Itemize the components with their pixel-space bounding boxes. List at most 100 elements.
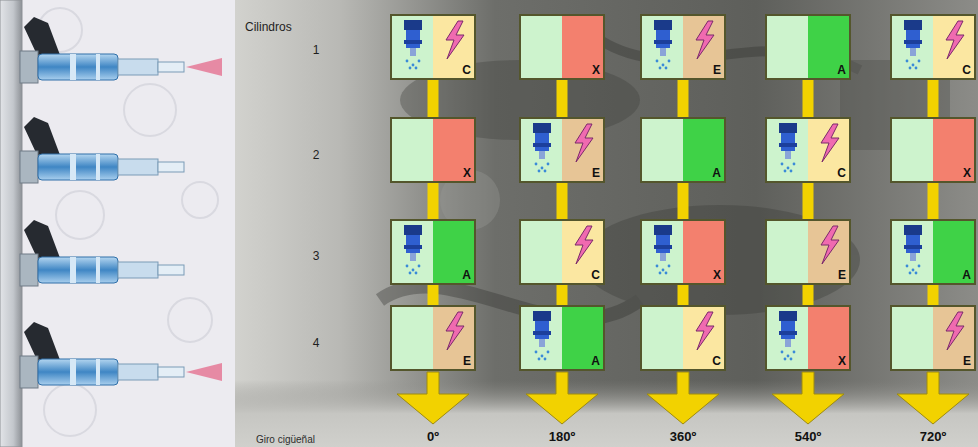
fuel-drop [918,265,921,268]
injector-icon-connector [779,123,797,133]
injector-icon-body [406,30,420,48]
phase-cell: C [765,117,851,183]
spark-symbol [565,224,601,266]
injector-icon-tip [410,253,416,261]
spark-symbol [436,19,472,61]
injector-icon-tip [785,339,791,347]
cycle-connector [928,285,939,305]
phase-cell: C [390,14,476,80]
phase-cell: A [390,219,476,285]
label-box: Cilindros [245,17,292,35]
axis-label: Cilindros [245,20,292,34]
injector-icon-body [906,235,920,253]
injector-icon-tip [785,151,791,159]
phase-cell: E [519,117,605,183]
fuel-drop [787,355,790,358]
phase-cell: A [890,219,976,285]
phase-letter: A [462,268,474,283]
fuel-drop [415,67,418,70]
cylinder-number: 2 [313,148,320,162]
spark-bolt [946,312,964,350]
phase-cell: E [640,14,726,80]
injector-icon-connector [533,311,551,321]
phase-letter: A [837,63,849,78]
label-box: 180º [549,427,575,445]
fuel-drop [665,67,668,70]
spark-bolt [696,312,714,350]
fuel-drop [538,358,541,361]
cylinder-number: 1 [313,43,320,57]
cylinder-number: 4 [313,336,320,350]
phase-cell: A [519,305,605,371]
label-box: 540º [795,427,821,445]
injector-illustration [20,220,184,286]
phase-letter: E [963,354,974,369]
spark-bolt [575,226,593,264]
fuel-rail [0,0,22,447]
phase-letter: E [713,63,724,78]
phase-letter: X [592,63,603,78]
injector-icon-connector [904,225,922,235]
phase-letter: C [962,63,974,78]
label-box: 4 [313,333,320,351]
fuel-drop [668,60,671,63]
cycle-connector [678,80,689,117]
injector-icon-band [654,40,672,44]
injector-icon-connector [404,225,422,235]
phase-cell: C [519,219,605,285]
injector-icon [523,309,561,361]
spark-symbol [811,224,847,266]
phase-letter: X [838,354,849,369]
injector-icon-tip [410,48,416,56]
fuel-drop [538,170,541,173]
cylinder-number: 3 [313,249,320,263]
fuel-drop [535,351,538,354]
phase-cell: A [640,117,726,183]
crank-angle: 720º [920,429,946,444]
fuel-spray [186,363,222,381]
phase-letter: A [591,354,603,369]
fuel-drop [915,67,918,70]
left-panel [0,0,235,447]
spark-symbol [686,19,722,61]
phase-cell: E [890,305,976,371]
cycle-connector [557,80,568,117]
cycle-connector [678,183,689,219]
fuel-drop [409,272,412,275]
phase-letter: E [592,166,603,181]
injector-icon-band [404,40,422,44]
injector-icon-connector [404,20,422,30]
label-box: 2 [313,145,320,163]
injector-icon [644,223,682,275]
engine-photo [235,0,978,447]
spark-symbol [436,310,472,352]
crank-angle: 180º [549,429,575,444]
injector-icon-band [779,143,797,147]
injector-icon-body [906,30,920,48]
injector-icon [894,18,932,70]
fuel-drop [415,272,418,275]
crank-angle: 0º [427,429,439,444]
injector-icon-band [779,331,797,335]
fuel-drop [418,60,421,63]
cycle-connector [803,80,814,117]
fuel-drop [412,64,415,67]
injector-icon-band [904,40,922,44]
fuel-drop [409,67,412,70]
fuel-drop [535,163,538,166]
spark-bolt [821,124,839,162]
injector-icon-tip [910,253,916,261]
fuel-drop [784,358,787,361]
phase-letter: X [713,268,724,283]
injector-icon-connector [533,123,551,133]
phase-letter: A [712,166,724,181]
fuel-drop [668,265,671,268]
fuel-drop [541,355,544,358]
fuel-drop [781,163,784,166]
phase-cell: X [890,117,976,183]
fuel-drop [918,60,921,63]
fuel-drop [418,265,421,268]
fuel-drop [662,269,665,272]
spark-symbol [936,19,972,61]
